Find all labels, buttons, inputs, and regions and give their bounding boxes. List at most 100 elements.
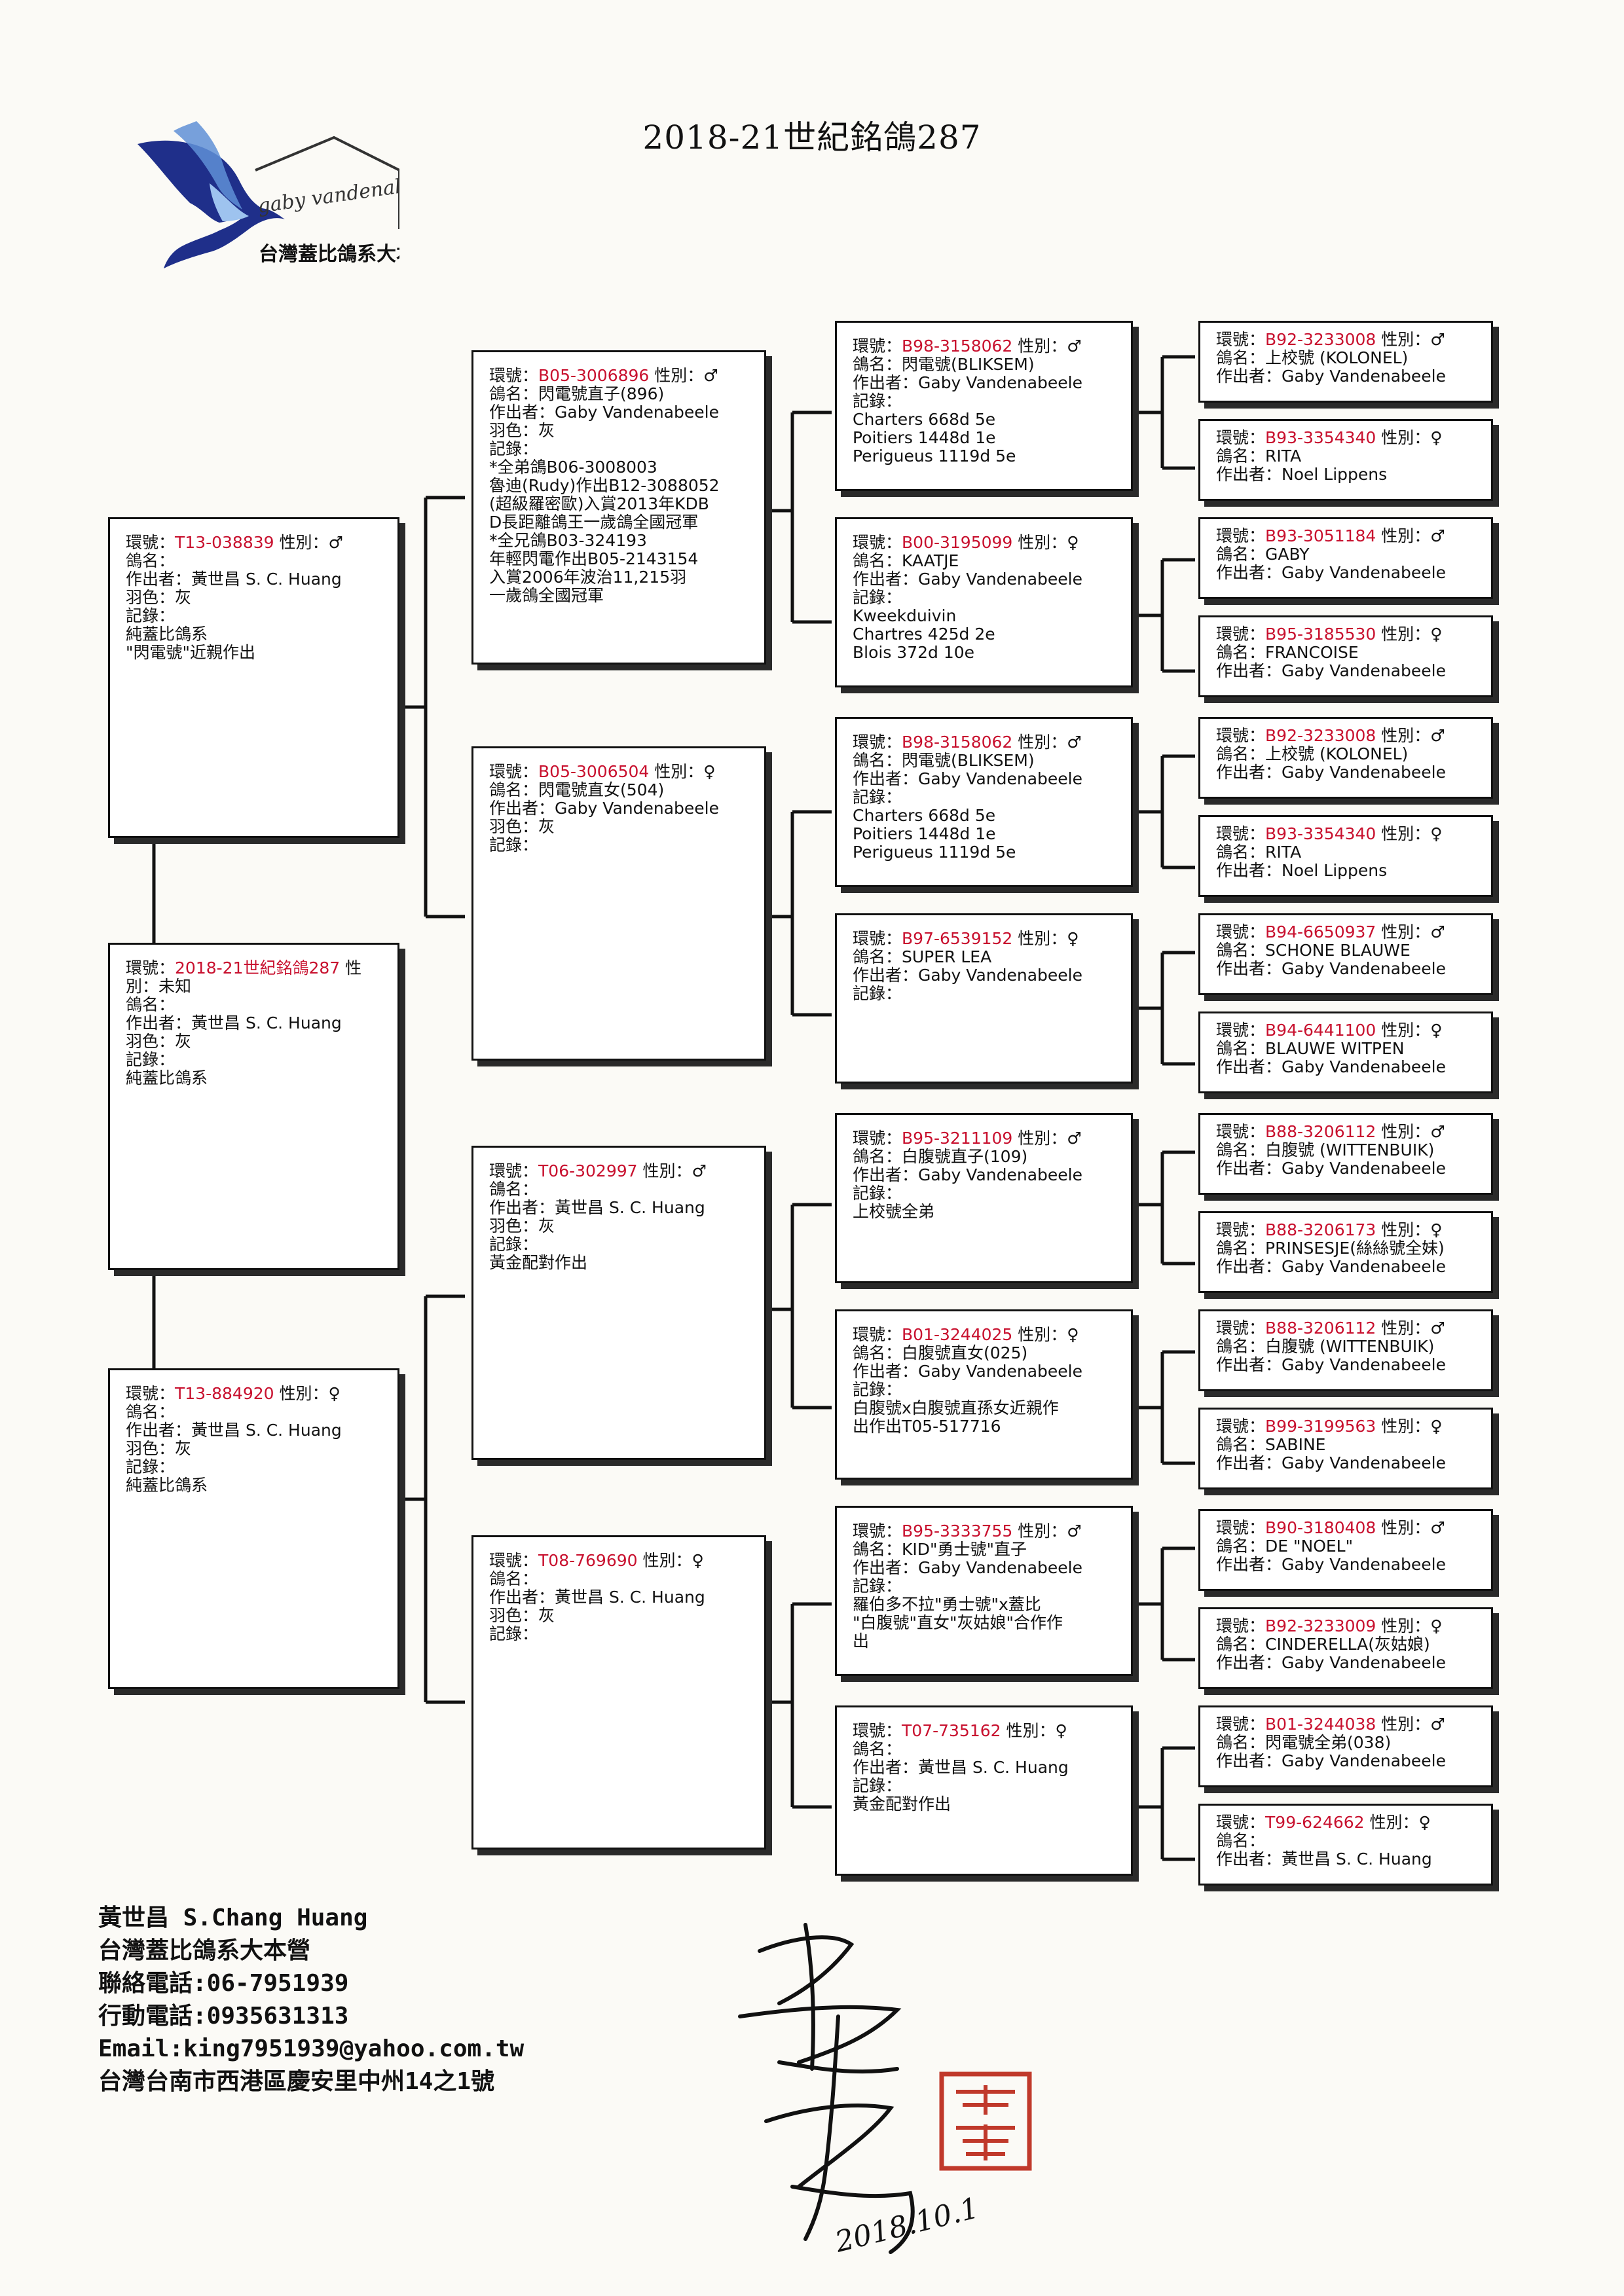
ring-label: 環號： <box>1216 1813 1266 1832</box>
ring-label: 環號： <box>489 762 539 781</box>
ring-number-line: 環號：T13-038839 性別：♂ <box>126 534 382 552</box>
ring-number-line: 環號：T99-624662 性別：♀ <box>1216 1813 1475 1832</box>
card-line: 年輕閃電作出B05-2143154 <box>489 549 699 568</box>
ring-number-line: 環號：B92-3233008 性別：♂ <box>1216 727 1475 745</box>
card-line: 鴿名：上校號 (KOLONEL) <box>1216 348 1409 367</box>
ring-number-line: 環號：B95-3333755 性別：♂ <box>853 1522 1115 1540</box>
pedigree-card-g4-7: 環號：B95-3333755 性別：♂鴿名：KID"勇士號"直子作出者：Gaby… <box>835 1506 1133 1676</box>
ring-number: B90-3180408 <box>1265 1518 1376 1537</box>
sex-label: 性別：♂ <box>637 1161 707 1180</box>
card-line: 作出者：Gaby Vandenabeele <box>853 966 1083 985</box>
signature-date: 2018.10.1 <box>831 2191 982 2259</box>
card-line: 記錄： <box>489 1624 539 1643</box>
pedigree-card-g5-11: 環號：B88-3206112 性別：♂鴿名：白腹號 (WITTENBUIK)作出… <box>1198 1309 1493 1391</box>
ring-label: 環號： <box>1216 1715 1266 1734</box>
card-line: 鴿名： <box>489 1180 539 1199</box>
card-line: 記錄： <box>489 1235 539 1254</box>
pedigree-card-dam: 環號：T13-884920 性別：♀鴿名：作出者：黃世昌 S. C. Huang… <box>108 1368 399 1689</box>
card-line: 作出者：Gaby Vandenabeele <box>853 1165 1083 1184</box>
card-line: 作出者：Gaby Vandenabeele <box>1216 1257 1447 1276</box>
pedigree-card-g4-5: 環號：B95-3211109 性別：♂鴿名：白腹號直子(109)作出者：Gaby… <box>835 1113 1133 1283</box>
sex-label: 性別：♂ <box>1376 526 1445 545</box>
ring-label: 環號： <box>853 1325 902 1344</box>
card-line: 記錄： <box>853 788 902 807</box>
ring-number: B95-3211109 <box>902 1129 1013 1148</box>
ring-number: B94-6441100 <box>1265 1021 1376 1040</box>
ring-label: 環號： <box>1216 330 1266 349</box>
ring-number-line: 環號：T07-735162 性別：♀ <box>853 1722 1115 1740</box>
ring-number: B95-3185530 <box>1265 625 1376 644</box>
ring-number-line: 環號：B92-3233009 性別：♀ <box>1216 1617 1475 1635</box>
card-line: 羅伯多不拉"勇士號"x蓋比 <box>853 1595 1041 1614</box>
ring-number: T99-624662 <box>1265 1813 1365 1832</box>
ring-number-line: 環號：B01-3244025 性別：♀ <box>853 1326 1115 1344</box>
ring-number-line: 環號：B05-3006504 性別：♀ <box>489 763 748 781</box>
card-line: 作出者：黃世昌 S. C. Huang <box>126 1013 342 1032</box>
red-seal-stamp <box>939 2071 1032 2171</box>
sex-label: 性別：♂ <box>1376 1122 1445 1141</box>
card-line: 作出者：Gaby Vandenabeele <box>489 403 720 422</box>
ring-number: T13-038839 <box>175 533 274 552</box>
card-line: Poitiers 1448d 1e <box>853 428 996 447</box>
ring-label: 環號： <box>1216 1319 1266 1338</box>
card-line: 作出者：Gaby Vandenabeele <box>853 373 1083 392</box>
card-line: 作出者：Noel Lippens <box>1216 465 1388 484</box>
card-line: 記錄： <box>853 984 902 1003</box>
pedigree-card-g4-3: 環號：B98-3158062 性別：♂鴿名：閃電號(BLIKSEM)作出者：Ga… <box>835 717 1133 887</box>
card-line: 純蓋比鴿系 <box>126 1476 208 1495</box>
ring-label: 環號： <box>489 1551 539 1570</box>
card-line: 白腹號x白腹號直孫女近親作 <box>853 1398 1059 1417</box>
sex-label: 性別：♀ <box>1012 1325 1079 1344</box>
sex-label: 性別：♀ <box>1376 625 1443 644</box>
sex-label: 性別：♀ <box>1376 428 1443 447</box>
ring-number: B95-3333755 <box>902 1522 1013 1540</box>
ring-label: 環號： <box>1216 1417 1266 1436</box>
card-line: 作出者：Gaby Vandenabeele <box>1216 1653 1447 1672</box>
card-line: 上校號全弟 <box>853 1202 935 1221</box>
sex-label: 性別：♂ <box>274 533 343 552</box>
ring-label: 環號： <box>126 1384 175 1403</box>
card-line: (超級羅密歐)入賞2013年KDB <box>489 494 709 513</box>
pedigree-card-g5-15: 環號：B01-3244038 性別：♂鴿名：閃電號全弟(038)作出者：Gaby… <box>1198 1705 1493 1787</box>
card-line: 記錄： <box>126 1457 175 1476</box>
pedigree-card-sire: 環號：T13-038839 性別：♂鴿名：作出者：黃世昌 S. C. Huang… <box>108 517 399 838</box>
card-line: 羽色：灰 <box>489 1606 555 1625</box>
pedigree-card-subject: 環號：2018-21世紀銘鴿287 性別：未知鴿名：作出者：黃世昌 S. C. … <box>108 943 399 1270</box>
ring-number: B93-3354340 <box>1265 824 1376 843</box>
sex-label: 性別：♂ <box>1376 726 1445 745</box>
card-line: 黃金配對作出 <box>489 1253 588 1272</box>
card-line: *全兄鴿B03-324193 <box>489 531 647 550</box>
pedigree-card-g5-1: 環號：B92-3233008 性別：♂鴿名：上校號 (KOLONEL)作出者：G… <box>1198 321 1493 403</box>
ring-number: 2018-21世紀銘鴿287 <box>175 958 341 977</box>
sex-label: 性別：♂ <box>1012 1522 1082 1540</box>
card-line: 羽色：灰 <box>126 588 192 607</box>
ring-number-line: 環號：B00-3195099 性別：♀ <box>853 534 1115 552</box>
card-line: 鴿名：閃電號全弟(038) <box>1216 1733 1392 1752</box>
sex-label: 性別：♀ <box>1364 1813 1431 1832</box>
sex-label: 性別：♂ <box>649 366 718 385</box>
ring-label: 環號： <box>1216 726 1266 745</box>
ring-number-line: 環號：B88-3206173 性別：♀ <box>1216 1221 1475 1239</box>
card-line: 鴿名：KID"勇士號"直子 <box>853 1540 1027 1559</box>
card-line: 作出者：黃世昌 S. C. Huang <box>126 1421 342 1440</box>
card-line: 鴿名：FRANCOISE <box>1216 643 1359 662</box>
card-line: 作出者：Gaby Vandenabeele <box>1216 563 1447 582</box>
card-line: 作出者：Noel Lippens <box>1216 861 1388 880</box>
card-line: 鴿名： <box>853 1740 902 1758</box>
card-line: 鴿名：上校號 (KOLONEL) <box>1216 744 1409 763</box>
ring-number-line: 環號：2018-21世紀銘鴿287 性 <box>126 959 382 977</box>
card-line: 鴿名：RITA <box>1216 446 1302 465</box>
card-line: 作出者：Gaby Vandenabeele <box>1216 1355 1447 1374</box>
card-line: 記錄： <box>853 1576 902 1595</box>
card-line: 記錄： <box>853 392 902 410</box>
card-line: 鴿名：CINDERELLA(灰姑娘) <box>1216 1635 1430 1654</box>
card-line: 羽色：灰 <box>489 817 555 836</box>
sex-label: 性別：♂ <box>1376 922 1445 941</box>
card-line: 作出者：Gaby Vandenabeele <box>1216 1751 1447 1770</box>
card-line: 鴿名：PRINSESJE(絲絲號全妹) <box>1216 1239 1445 1258</box>
card-line: 作出者：Gaby Vandenabeele <box>853 570 1083 589</box>
